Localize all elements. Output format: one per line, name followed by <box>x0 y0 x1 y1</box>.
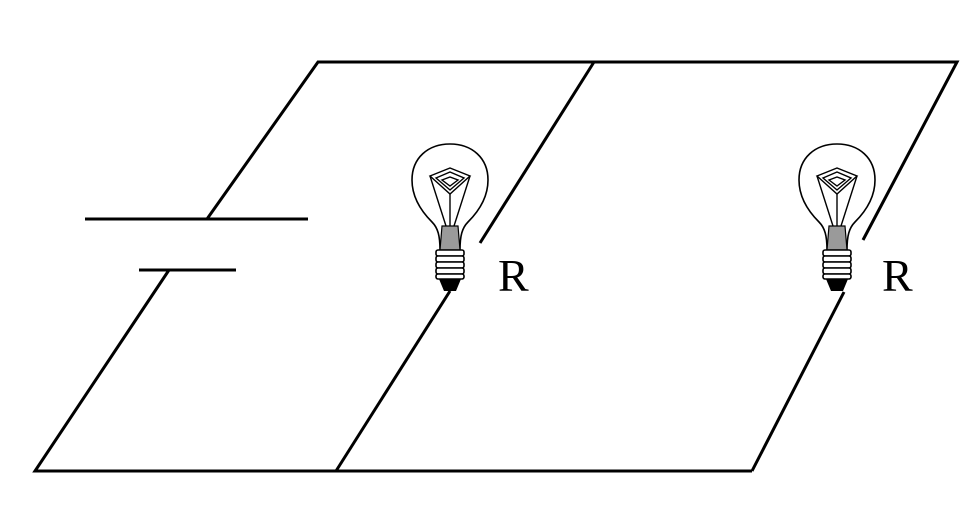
wire-bottom <box>32 269 752 473</box>
wire-top-left <box>205 60 594 220</box>
wire-right-lower <box>750 291 846 472</box>
bulb-icon <box>411 143 489 292</box>
resistor-label-1: R <box>498 250 529 301</box>
resistor-label-2: R <box>882 250 913 301</box>
wire-middle-upper <box>478 61 596 244</box>
wire-top-right <box>594 60 960 241</box>
wire-middle-lower <box>334 290 452 472</box>
bulb-icon <box>798 143 876 292</box>
